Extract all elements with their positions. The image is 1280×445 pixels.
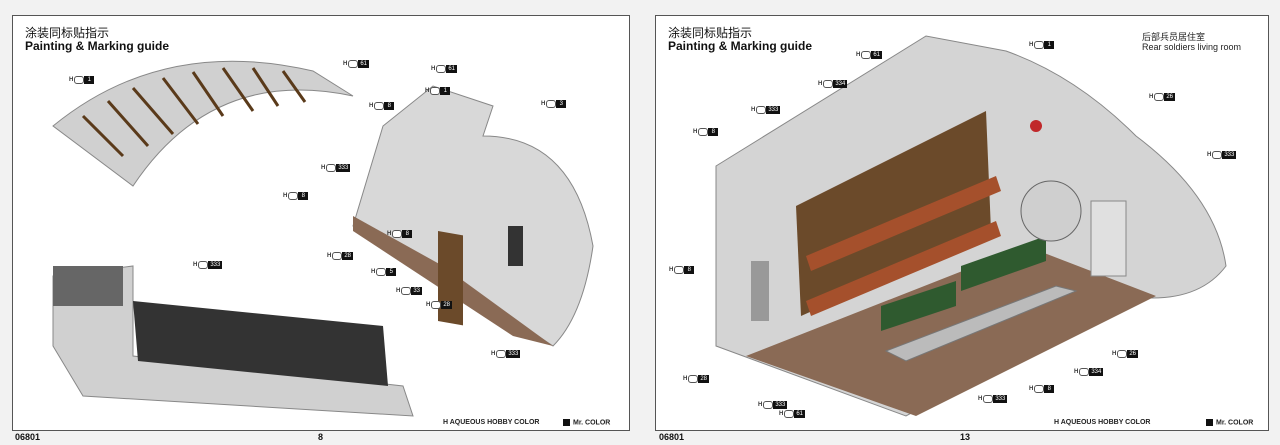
legend-mr-color: Mr. COLOR [563, 418, 610, 426]
mr-color-marker-icon [1206, 418, 1213, 426]
right-product-code: 06801 [659, 432, 685, 442]
room-illustration [715, 35, 1227, 417]
section-title-chinese: 后部兵员居住室 [1142, 32, 1206, 42]
right-page: 涂装同标贴指示 Painting & Marking guide 后部兵员居住室… [655, 15, 1269, 431]
section-title-english: Rear soldiers living room [1142, 42, 1242, 52]
left-page-number: 8 [318, 432, 324, 442]
title-english: Painting & Marking guide [25, 39, 170, 53]
mr-color-marker-icon [563, 418, 570, 426]
legend-hobby-color: H AQUEOUS HOBBY COLOR [1054, 419, 1151, 426]
title-english: Painting & Marking guide [668, 39, 813, 53]
legend-hobby-color: H AQUEOUS HOBBY COLOR [443, 419, 540, 426]
parts-illustration [52, 60, 594, 417]
legend-mr-color: Mr. COLOR [1206, 418, 1253, 426]
left-product-code: 06801 [15, 432, 41, 442]
title-chinese: 涂装同标贴指示 [668, 26, 753, 40]
right-page-number: 13 [960, 432, 971, 442]
title-chinese: 涂装同标贴指示 [25, 26, 110, 40]
